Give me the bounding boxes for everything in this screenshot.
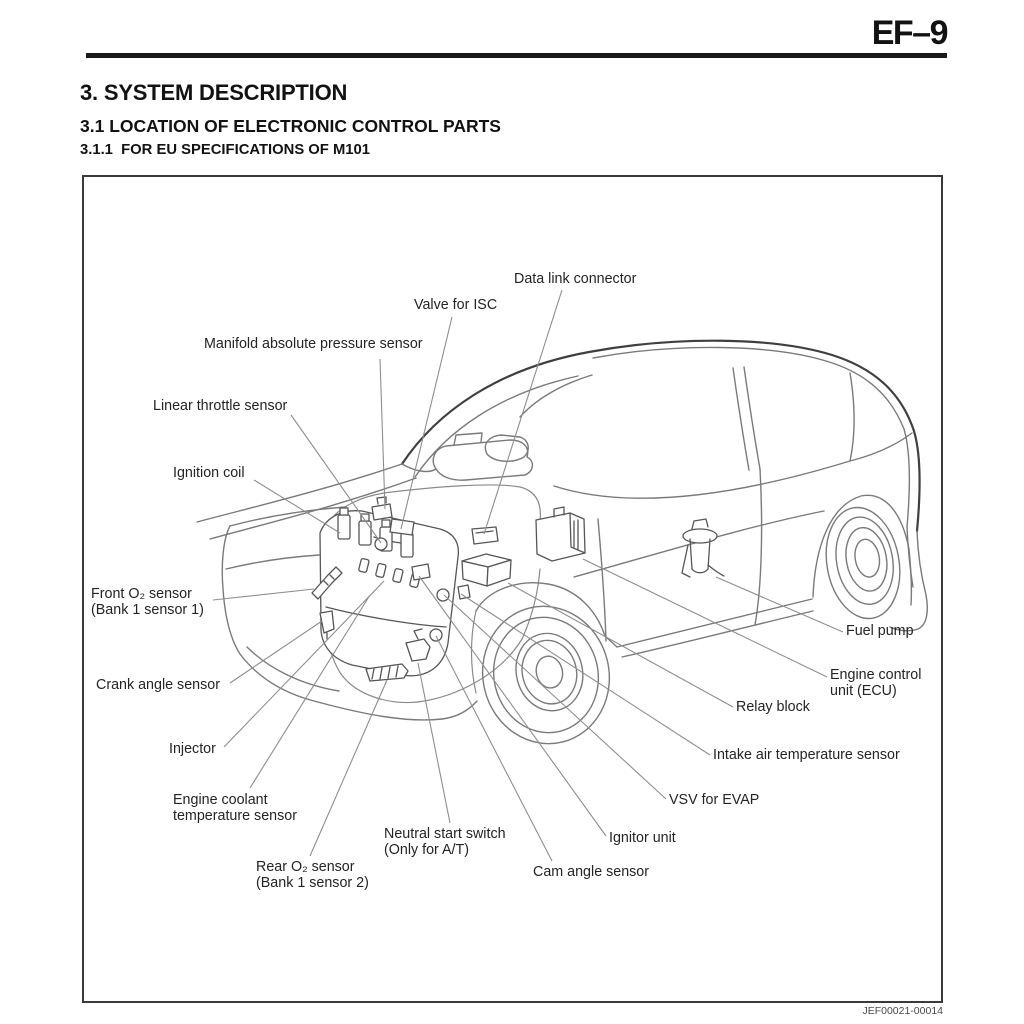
part-label-fuel-pump: Fuel pump xyxy=(846,623,914,639)
ignitor-glyph xyxy=(411,563,431,581)
leader-vsv-for-evap xyxy=(443,594,667,800)
throttle-glyph xyxy=(374,537,388,551)
part-label-vsv-for-evap: VSV for EVAP xyxy=(669,792,760,808)
crank-sensor-glyph xyxy=(319,610,335,640)
ecu-glyph xyxy=(535,506,586,562)
part-label-data-link-connector: Data link connector xyxy=(514,271,637,287)
car-drawing xyxy=(196,339,928,745)
leader-linear-throttle-sensor xyxy=(290,414,382,544)
part-label-manifold-absolute-pressure-sensor: Manifold absolute pressure sensor xyxy=(204,336,423,352)
leader-engine-control-unit xyxy=(582,558,828,678)
leader-neutral-start-switch xyxy=(417,662,451,824)
vsv-glyph xyxy=(436,588,450,602)
leader-ignitor-unit xyxy=(418,575,607,837)
leader-cam-angle-sensor xyxy=(435,635,553,862)
relay-block-glyph xyxy=(461,553,512,587)
section-heading: 3. SYSTEM DESCRIPTION xyxy=(80,80,348,105)
leader-rear-o2-sensor xyxy=(309,679,388,857)
leader-data-link-connector xyxy=(483,289,563,535)
part-label-ignitor-unit: Ignitor unit xyxy=(609,830,676,846)
leader-ignition-coil xyxy=(253,479,341,534)
leader-valve-for-isc xyxy=(400,316,453,530)
header-rule xyxy=(86,53,947,58)
part-label-relay-block: Relay block xyxy=(736,699,810,715)
page-code: EF–9 xyxy=(871,14,949,52)
engine-and-parts xyxy=(311,496,725,682)
leader-crank-angle-sensor xyxy=(229,620,323,684)
leader-lines xyxy=(212,289,844,862)
part-label-intake-air-temperature-sensor: Intake air temperature sensor xyxy=(713,747,900,763)
rear-o2-glyph xyxy=(365,663,409,682)
part-label-valve-for-isc: Valve for ISC xyxy=(414,297,498,313)
part-label-engine-coolant-temperature-sensor: Engine coolant temperature sensor xyxy=(173,792,297,825)
front-o2-glyph xyxy=(311,566,343,600)
part-label-crank-angle-sensor: Crank angle sensor xyxy=(96,677,220,693)
figure-code: JEF00021-00014 xyxy=(862,1005,943,1017)
part-label-linear-throttle-sensor: Linear throttle sensor xyxy=(153,398,288,414)
map-sensor-glyph xyxy=(371,496,393,521)
spec-heading: 3.1.1 FOR EU SPECIFICATIONS OF M101 xyxy=(80,142,370,158)
leader-front-o2-sensor xyxy=(212,588,315,601)
part-label-engine-control-unit: Engine control unit (ECU) xyxy=(830,667,922,700)
part-label-injector: Injector xyxy=(169,741,216,757)
leader-injector xyxy=(223,580,385,748)
part-label-ignition-coil: Ignition coil xyxy=(173,465,245,481)
part-label-rear-o2-sensor: Rear O₂ sensor (Bank 1 sensor 2) xyxy=(256,859,369,892)
leader-intake-air-temperature-sensor xyxy=(460,593,711,756)
iat-glyph xyxy=(457,584,471,600)
part-label-neutral-start-switch: Neutral start switch (Only for A/T) xyxy=(384,826,506,859)
leader-relay-block xyxy=(507,582,734,708)
part-label-front-o2-sensor: Front O₂ sensor (Bank 1 sensor 1) xyxy=(91,586,204,619)
part-label-cam-angle-sensor: Cam angle sensor xyxy=(533,864,650,880)
leader-engine-coolant-temperature-sensor xyxy=(249,594,371,789)
subsection-heading: 3.1 LOCATION OF ELECTRONIC CONTROL PARTS xyxy=(80,116,501,136)
neutral-switch-glyph xyxy=(405,628,431,662)
cam-sensor-glyph xyxy=(429,628,443,642)
leader-fuel-pump xyxy=(715,576,844,633)
fuel-pump-glyph xyxy=(681,518,725,578)
diagram-canvas xyxy=(196,289,928,862)
leader-manifold-absolute-pressure-sensor xyxy=(379,358,386,510)
injector-glyph xyxy=(358,557,421,588)
